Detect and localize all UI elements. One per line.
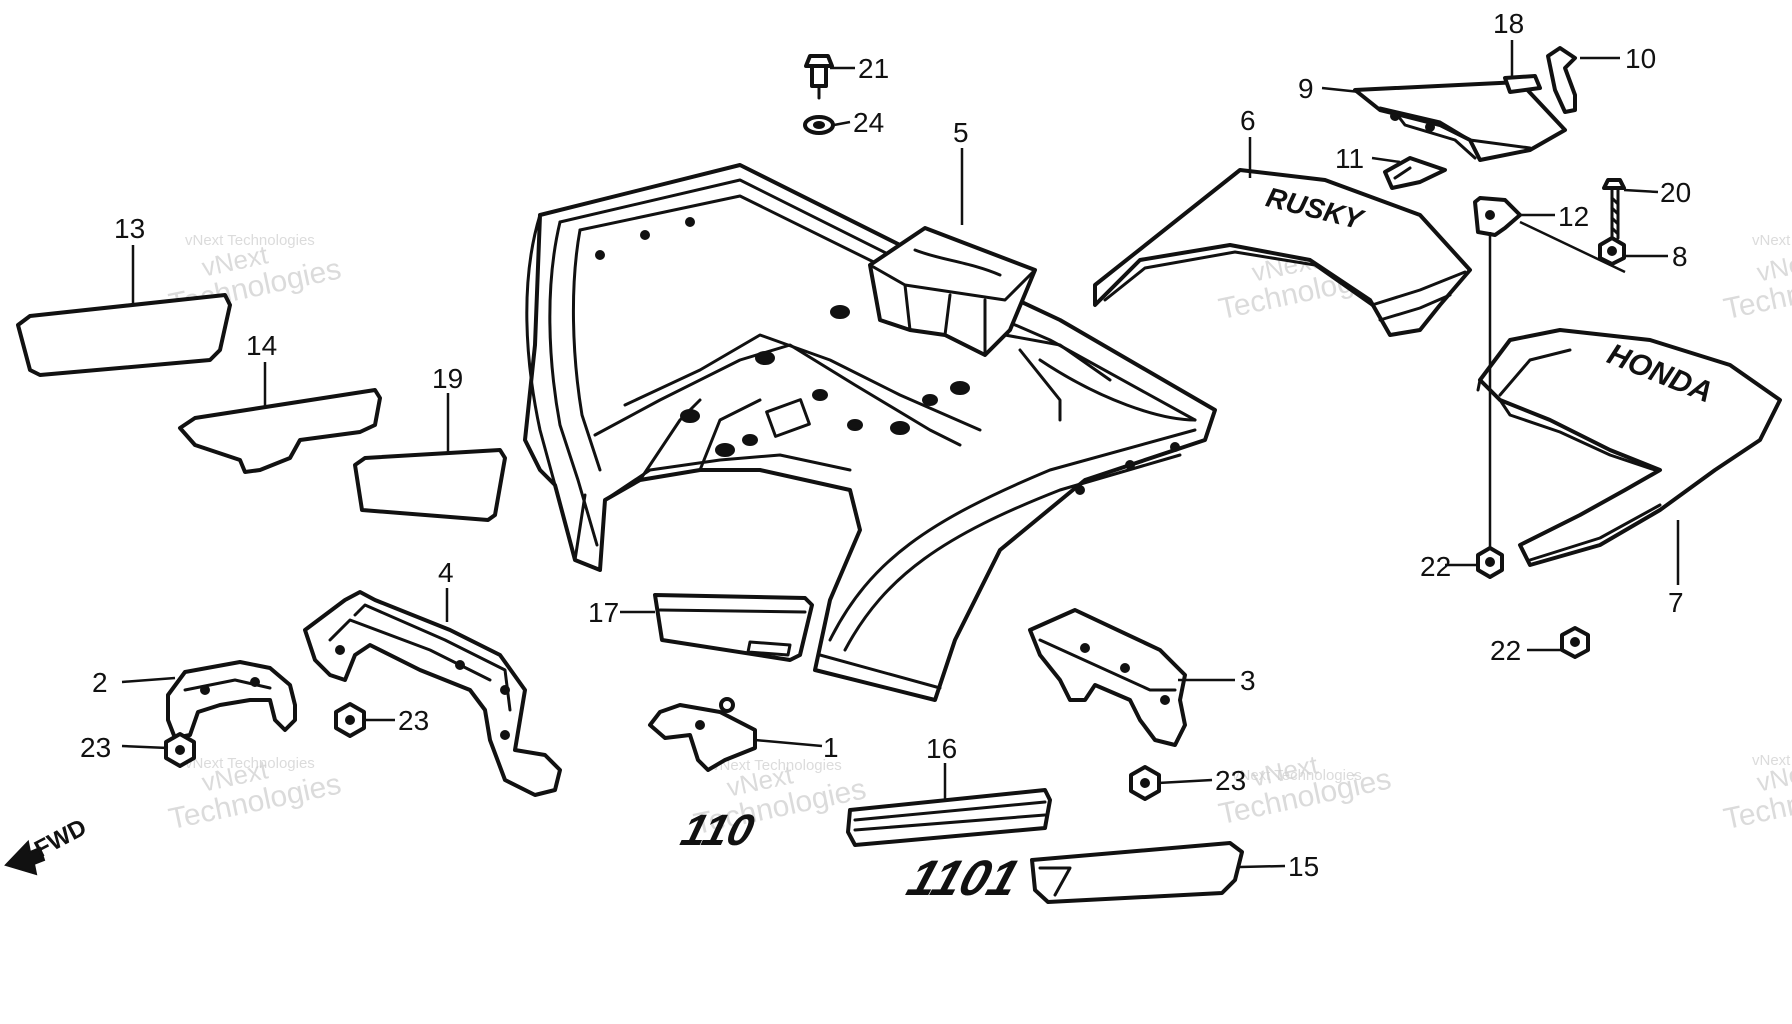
callout-17: 17 [588, 597, 619, 628]
leader-lines [121, 40, 1680, 869]
decal-15-text: 1101 [901, 850, 1027, 906]
watermark-small: vNext Technologies [712, 757, 842, 774]
callout-2: 2 [92, 667, 108, 698]
forward-arrow-icon [4, 839, 46, 876]
nut-22-upper [1476, 546, 1504, 579]
bracket-1 [648, 697, 757, 772]
bracket-4 [303, 590, 562, 797]
hook-10 [1546, 46, 1577, 114]
decal-16: 110 [676, 788, 1052, 855]
callout-20: 20 [1660, 177, 1691, 208]
callout-22-upper: 22 [1420, 551, 1451, 582]
callout-23-left: 23 [80, 732, 111, 763]
callout-22-lower: 22 [1490, 635, 1521, 666]
nut-8 [1598, 236, 1626, 266]
callout-6: 6 [1240, 105, 1256, 136]
nut-22-lower [1560, 626, 1590, 659]
callout-12: 12 [1558, 201, 1589, 232]
callout-1: 1 [823, 732, 839, 763]
callout-19: 19 [432, 363, 463, 394]
callout-7: 7 [1668, 587, 1684, 618]
watermark-small: vNext Technologies [185, 232, 315, 249]
callout-21: 21 [858, 53, 889, 84]
bracket-11 [1383, 156, 1447, 190]
decal-15: 1101 [901, 841, 1244, 906]
nut-23-right [1129, 765, 1161, 801]
forward-label: FWD [30, 814, 91, 863]
decal-13 [16, 293, 232, 377]
callout-9: 9 [1298, 73, 1314, 104]
callout-14: 14 [246, 330, 277, 361]
callout-4: 4 [438, 557, 454, 588]
bracket-12 [1473, 196, 1522, 237]
watermark-small: vNext Technologies [185, 755, 315, 772]
decal-17 [653, 593, 814, 662]
washer-24 [803, 115, 835, 135]
bracket-2 [166, 660, 297, 740]
bolt-21 [804, 54, 834, 100]
callout-15: 15 [1288, 851, 1319, 882]
bolt-20 [1602, 178, 1626, 240]
callout-11: 11 [1335, 143, 1364, 174]
side-panel-6: RUSKY [1093, 168, 1472, 337]
decal-19 [353, 448, 507, 522]
rear-fender-5 [523, 163, 1217, 702]
top-cover-9 [1353, 80, 1567, 162]
side-panel-7: HONDA [1476, 328, 1782, 567]
bracket-3 [1028, 608, 1187, 747]
callout-24: 24 [853, 107, 884, 138]
callout-23-right: 23 [1215, 765, 1246, 796]
decal-16-text: 110 [676, 806, 759, 855]
callout-16: 16 [926, 733, 957, 764]
callout-8: 8 [1672, 241, 1688, 272]
watermark-small: vNext Technologies [1752, 752, 1792, 769]
callout-3: 3 [1240, 665, 1256, 696]
callout-23-middle: 23 [398, 705, 429, 736]
decal-14 [178, 388, 382, 474]
watermark-small: vNext Technologies [1752, 232, 1792, 249]
clip-18 [1503, 74, 1542, 94]
callout-13: 13 [114, 213, 145, 244]
nut-23-middle [334, 702, 366, 738]
callout-labels: 1 2 3 4 5 6 7 8 9 10 11 12 13 14 15 16 1… [80, 8, 1691, 882]
nut-23-left [164, 732, 196, 768]
callout-5: 5 [953, 117, 969, 148]
forward-direction-indicator: FWD [4, 814, 91, 876]
callout-18: 18 [1493, 8, 1524, 39]
callout-10: 10 [1625, 43, 1656, 74]
watermark-small: vNext Technologies [1232, 767, 1362, 784]
